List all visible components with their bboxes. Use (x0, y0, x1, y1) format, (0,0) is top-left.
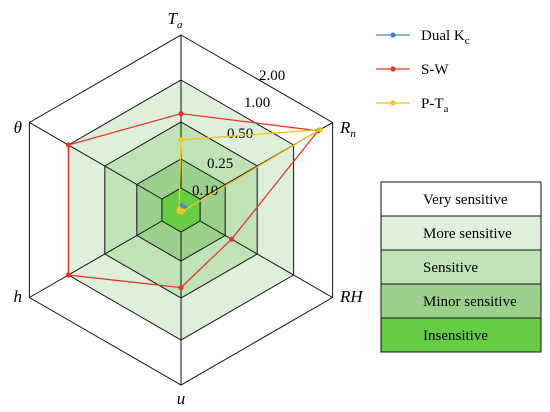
ring-label-0.25: 0.25 (207, 156, 233, 172)
band-legend-swatch-3 (380, 283, 542, 319)
legend-label-2: P-Ta (421, 96, 449, 115)
series-legend: Dual KcS-WP-Ta (376, 28, 470, 115)
axis-label-0-main: T (168, 9, 179, 28)
axis-label-5-main: θ (14, 118, 22, 137)
axis-label-1-subscript: n (350, 128, 356, 140)
ring-labels: 0.10 0.25 0.50 1.00 2.00 (192, 68, 285, 199)
axis-label-0-subscript: a (177, 19, 183, 31)
legend-marker-2 (390, 100, 396, 106)
ring-label-0.50: 0.50 (227, 126, 253, 142)
axis-label-0: Ta (168, 9, 183, 31)
series-2-point-1 (317, 127, 323, 133)
ring-label-2.00: 2.00 (259, 68, 285, 84)
legend-label-1: S-W (421, 62, 449, 78)
series-1-point-0 (178, 111, 184, 117)
series-1-point-5 (65, 142, 72, 148)
series-2 (176, 127, 323, 215)
series-1-point-3 (178, 285, 184, 291)
band-legend-swatch-1 (380, 215, 542, 251)
legend-marker-0 (390, 32, 396, 38)
series-1-point-2 (228, 236, 235, 242)
axis-line-4 (29, 220, 163, 298)
legend-label-2-main: P-T (421, 96, 444, 112)
legend-label-0: Dual Kc (421, 28, 470, 47)
series-1-point-4 (65, 272, 72, 278)
axis-label-1: Rn (339, 118, 356, 140)
band-legend-swatch-2 (380, 249, 542, 285)
axis-label-2: RH (339, 287, 364, 306)
axis-line-5 (29, 122, 163, 200)
ring-label-1.00: 1.00 (244, 95, 270, 111)
legend-label-0-main: Dual K (421, 28, 465, 44)
band-legend-label-2: Sensitive (423, 260, 478, 276)
legend-label-1-main: S-W (421, 62, 449, 78)
series-2-point-0 (178, 137, 184, 143)
band-legend-label-4: Insensitive (423, 328, 488, 344)
axis-label-3-main: u (177, 389, 186, 408)
band-legend-swatch-0 (380, 181, 542, 217)
series-2-point-5 (176, 206, 182, 212)
axis-label-5: θ (14, 118, 22, 137)
band-legend-label-1: More sensitive (423, 226, 512, 242)
legend-label-2-subscript: a (444, 103, 449, 115)
band-legend-label-3: Minor sensitive (423, 294, 517, 310)
series-group (65, 111, 323, 291)
axis-label-3: u (177, 389, 186, 408)
axis-label-1-main: R (339, 118, 351, 137)
band-legend-swatch-4 (380, 317, 542, 353)
legend-marker-1 (390, 66, 396, 72)
axis-label-4-main: h (14, 287, 23, 306)
band-legend-label-0: Very sensitive (423, 192, 508, 208)
ring-label-0.10: 0.10 (192, 183, 218, 199)
legend-label-0-subscript: c (465, 35, 470, 47)
axis-label-2-main: RH (339, 287, 364, 306)
axis-line-2 (199, 220, 333, 298)
axis-label-4: h (14, 287, 23, 306)
